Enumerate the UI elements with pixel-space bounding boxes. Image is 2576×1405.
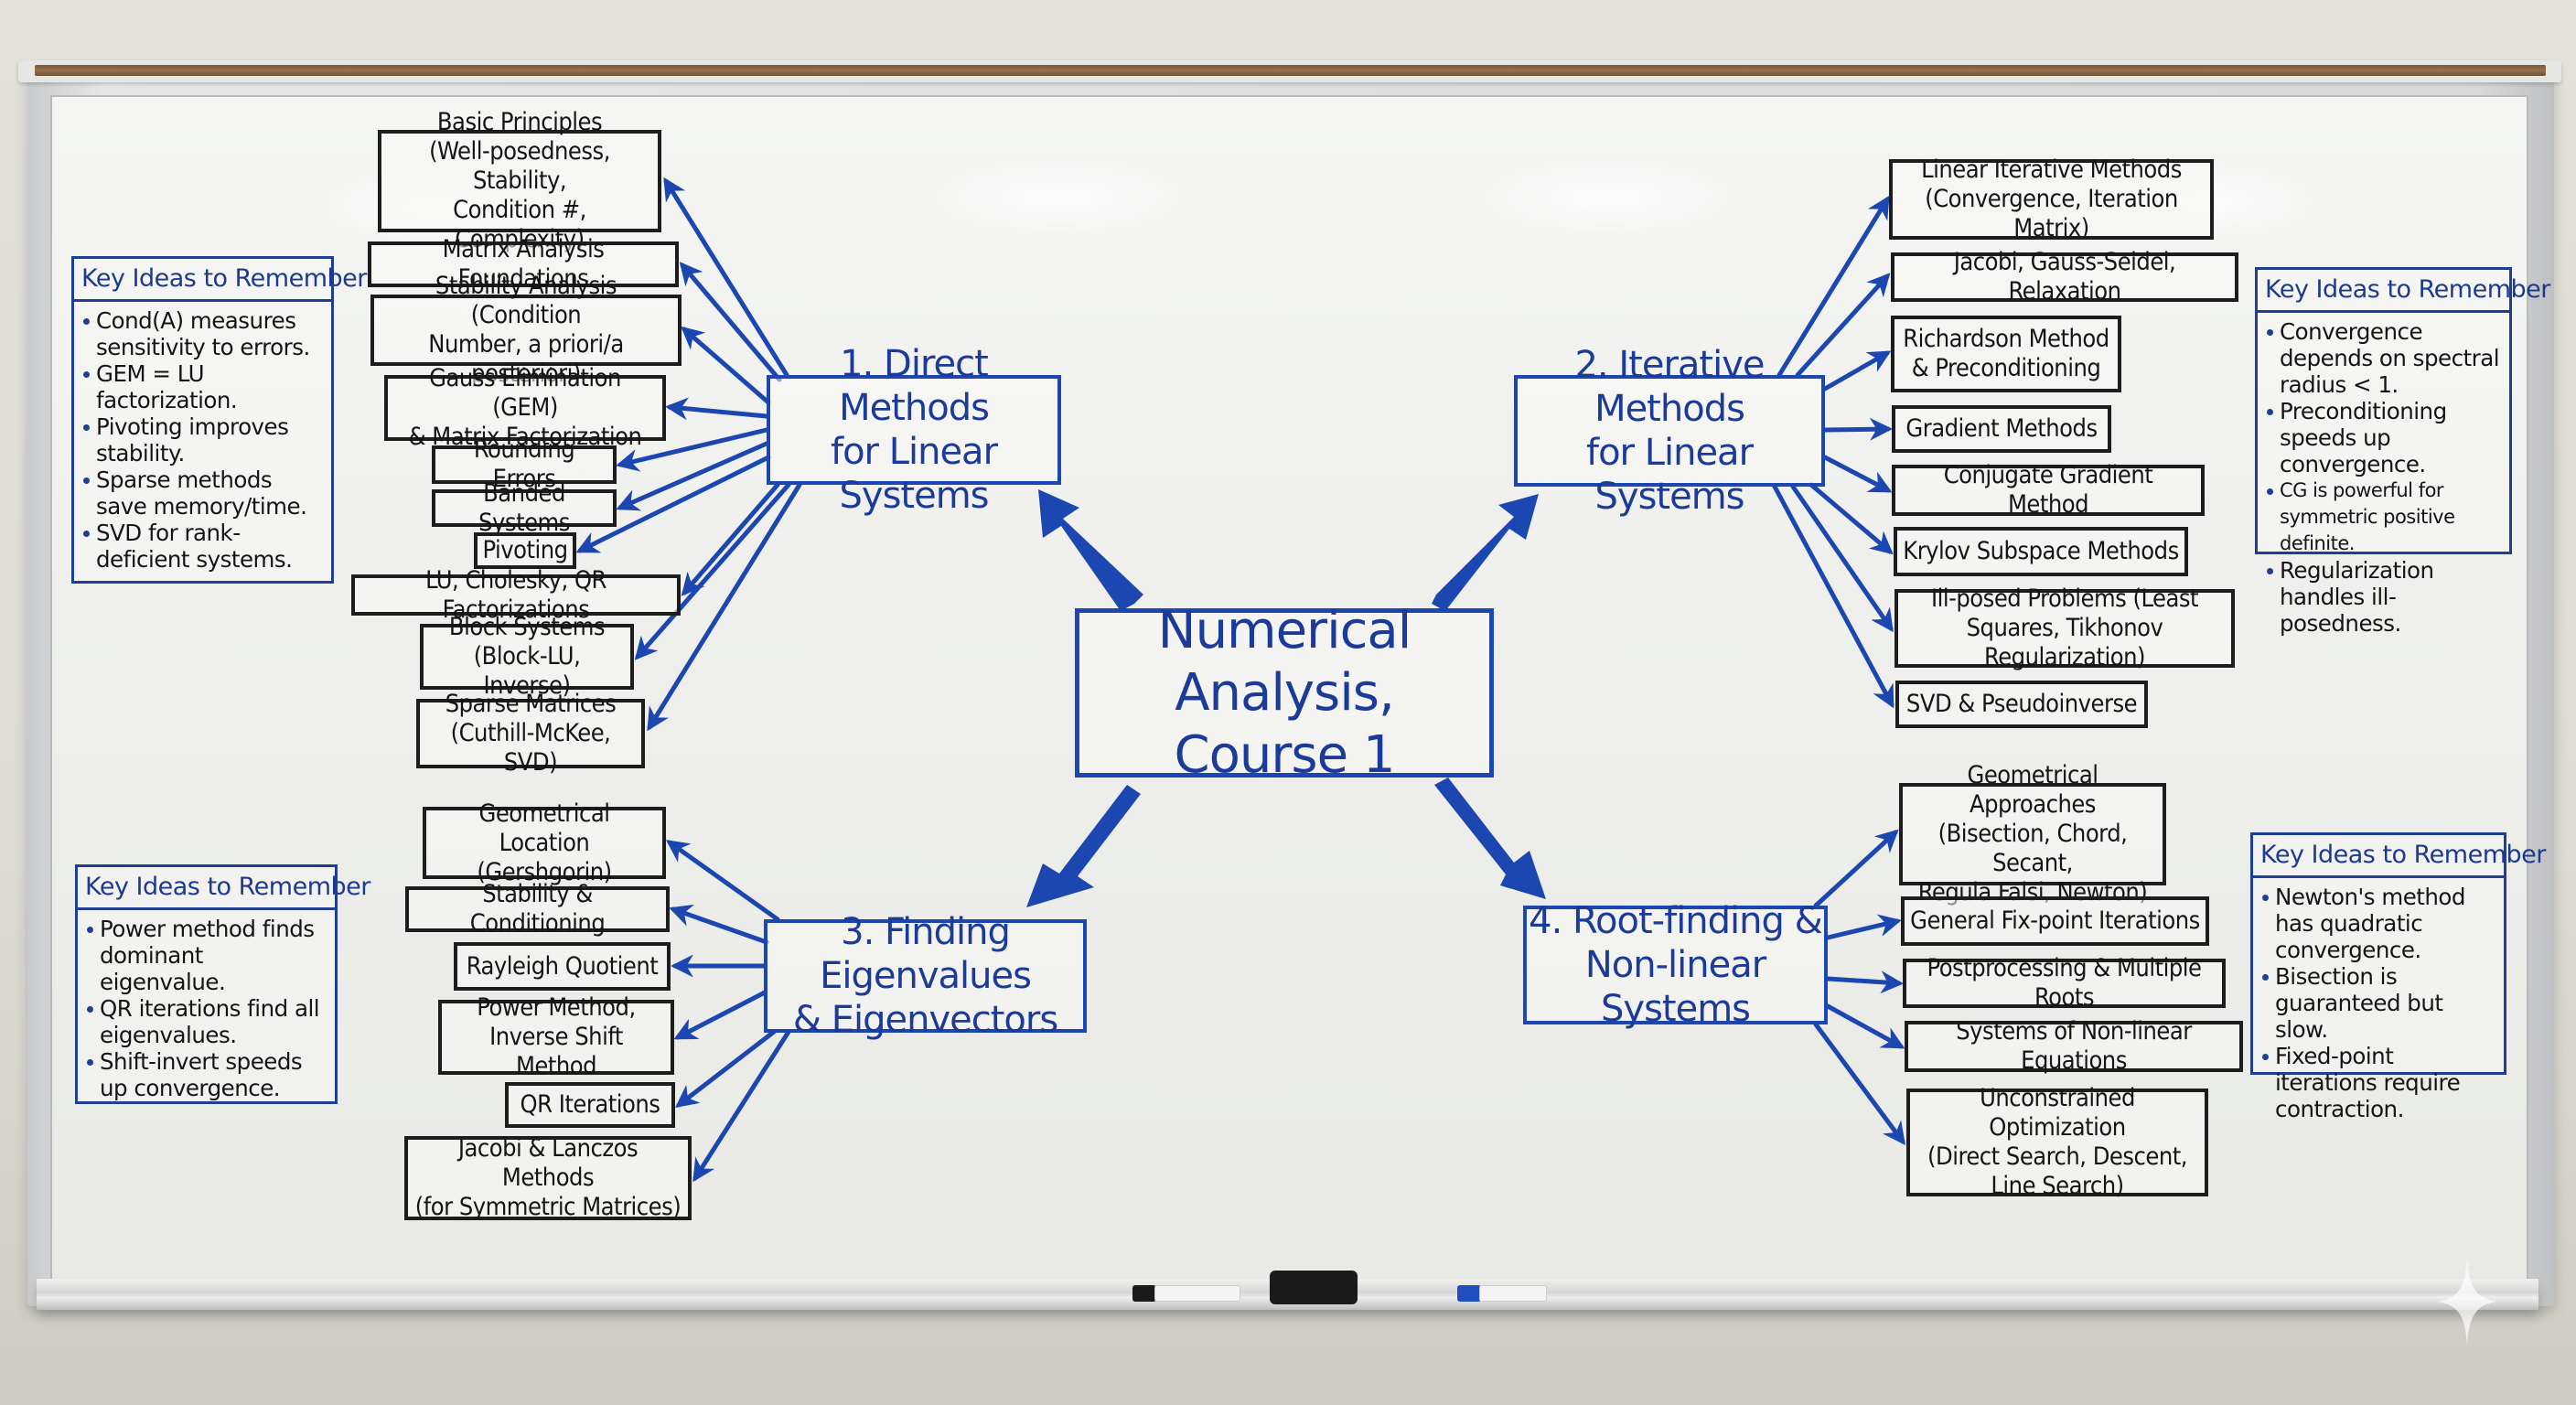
topic-banded-systems: Banded Systems <box>432 479 617 537</box>
topic-lu-cholesky-qr: LU, Cholesky, QR Factorizations <box>351 566 681 624</box>
hub-iterative-methods: 2. Iterative Methods for Linear Systems <box>1514 344 1825 518</box>
key-ideas-direct: Key Ideas to Remember Cond(A) measures s… <box>71 256 367 584</box>
key-idea-item: Sparse methods save memory/time. <box>81 467 326 520</box>
topic-krylov: Krylov Subspace Methods <box>1894 527 2188 576</box>
topic-ill-posed: Ill-posed Problems (Least Squares, Tikho… <box>1894 585 2235 671</box>
marker-body <box>1154 1285 1240 1302</box>
topic-unconstrained-optimization: Unconstrained Optimization (Direct Searc… <box>1906 1084 2208 1200</box>
topic-stability-analysis: Stability Analysis (Condition Number, a … <box>370 272 682 388</box>
center-topic: Numerical Analysis, Course 1 <box>1075 601 1494 785</box>
key-idea-item: QR iterations find all eigenvalues. <box>85 995 329 1048</box>
topic-rayleigh-quotient: Rayleigh Quotient <box>454 942 671 991</box>
key-idea-item: Shift-invert speeds up convergence. <box>85 1048 329 1101</box>
key-idea-item: Newton's method has quadratic convergenc… <box>2260 884 2498 963</box>
topic-gradient-methods: Gradient Methods <box>1892 405 2111 453</box>
topic-matrix-analysis: Matrix Analysis Foundations <box>368 235 679 293</box>
key-idea-item: Cond(A) measures sensitivity to errors. <box>81 307 326 360</box>
topic-linear-iterative: Linear Iterative Methods (Convergence, I… <box>1889 156 2214 242</box>
topic-qr-iterations: QR Iterations <box>505 1082 675 1128</box>
marker-body <box>1479 1285 1547 1302</box>
key-idea-item: Power method finds dominant eigenvalue. <box>85 916 329 995</box>
marker-cap <box>1132 1285 1156 1302</box>
key-idea-item: Preconditioning speeds up convergence. <box>2265 398 2504 477</box>
key-ideas-eigen: Key Ideas to Remember Power method finds… <box>75 864 370 1104</box>
topic-power-method: Power Method, Inverse Shift Method <box>438 993 674 1080</box>
topic-richardson: Richardson Method & Preconditioning <box>1891 316 2121 392</box>
key-idea-item: SVD for rank-deficient systems. <box>81 520 326 573</box>
topic-postprocessing: Postprocessing & Multiple Roots <box>1903 954 2226 1012</box>
topic-rounding-errors: Rounding Errors <box>432 435 617 493</box>
key-idea-item: Pivoting improves stability. <box>81 413 326 467</box>
eraser[interactable] <box>1270 1271 1358 1304</box>
key-ideas-title: Key Ideas to Remember <box>74 259 367 302</box>
key-ideas-iterative: Key Ideas to Remember Convergence depend… <box>2255 267 2550 637</box>
topic-svd-pseudoinverse: SVD & Pseudoinverse <box>1895 681 2148 728</box>
blue-marker[interactable] <box>1457 1285 1547 1302</box>
topic-nonlinear-equations: Systems of Non-linear Equations <box>1905 1017 2243 1075</box>
topic-conjugate-gradient: Conjugate Gradient Method <box>1892 461 2205 519</box>
key-idea-item: Regularization handles ill-posedness. <box>2265 557 2504 637</box>
key-idea-item: GEM = LU factorization. <box>81 360 326 413</box>
topic-pivoting: Pivoting <box>474 532 576 569</box>
topic-jacobi-gauss-seidel: Jacobi, Gauss-Seidel, Relaxation <box>1891 248 2238 306</box>
topic-gershgorin: Geometrical Location (Gershgorin) <box>423 799 666 886</box>
key-ideas-roots: Key Ideas to Remember Newton's method ha… <box>2250 832 2546 1122</box>
topic-geometrical-approaches: Geometrical Approaches (Bisection, Chord… <box>1899 761 2166 906</box>
topic-basic-principles: Basic Principles (Well-posedness, Stabil… <box>378 108 661 253</box>
sparkle-icon <box>2438 1258 2496 1346</box>
key-ideas-title: Key Ideas to Remember <box>2253 835 2546 878</box>
topic-jacobi-lanczos: Jacobi & Lanczos Methods (for Symmetric … <box>404 1134 692 1221</box>
key-idea-item: Convergence depends on spectral radius <… <box>2265 318 2504 398</box>
topic-sparse-matrices: Sparse Matrices (Cuthill-McKee, SVD) <box>416 690 645 777</box>
topic-fix-point: General Fix-point Iterations <box>1901 896 2209 946</box>
key-ideas-title: Key Ideas to Remember <box>2258 270 2550 313</box>
black-marker[interactable] <box>1132 1285 1240 1302</box>
key-ideas-title: Key Ideas to Remember <box>78 867 370 910</box>
key-idea-item: Fixed-point iterations require contracti… <box>2260 1043 2498 1122</box>
key-idea-item: Bisection is guaranteed but slow. <box>2260 963 2498 1043</box>
topic-block-systems: Block Systems (Block-LU, Inverse) <box>420 613 634 700</box>
key-idea-item: CG is powerful for symmetric positive de… <box>2265 477 2504 557</box>
cork-strip <box>35 65 2546 76</box>
topic-gauss-elimination: Gauss Elimination (GEM) & Matrix Factori… <box>384 364 666 451</box>
marker-cap <box>1457 1285 1481 1302</box>
hub-direct-methods: 1. Direct Methods for Linear Systems <box>767 343 1061 517</box>
topic-stability-conditioning: Stability & Conditioning <box>405 880 670 938</box>
hub-eigenvalues: 3. Finding Eigenvalues & Eigenvectors <box>764 911 1087 1041</box>
hub-root-finding: 4. Root-finding & Non-linear Systems <box>1523 900 1828 1030</box>
